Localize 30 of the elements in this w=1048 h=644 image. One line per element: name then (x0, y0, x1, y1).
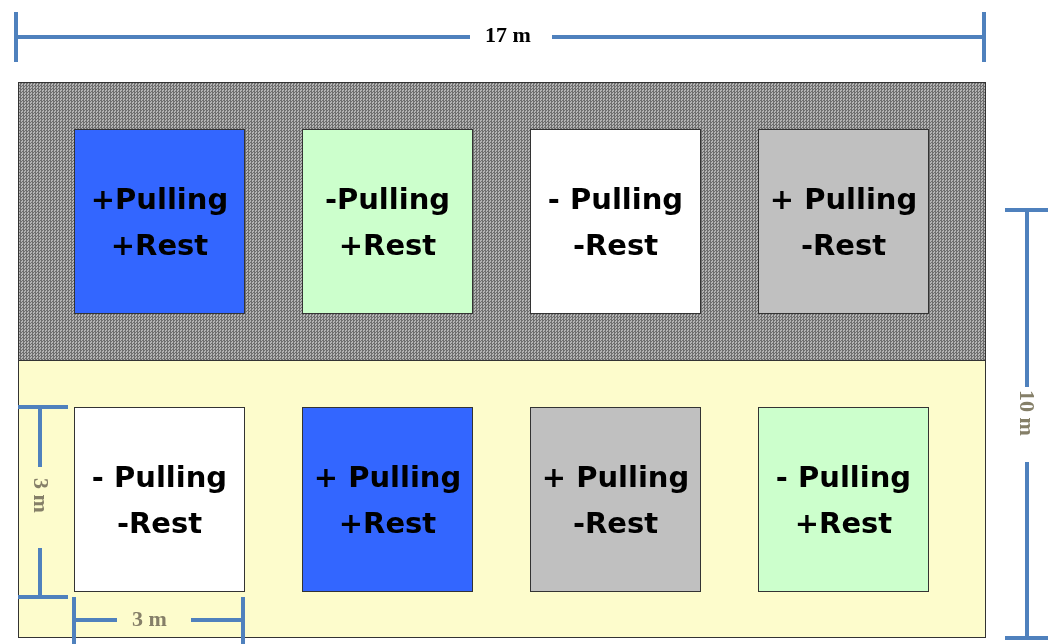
plot-square (758, 129, 929, 314)
treatment-label: +Rest (110, 226, 209, 264)
plot-square (758, 407, 929, 592)
treatment-label: +Rest (338, 226, 437, 264)
treatment-label: -Rest (572, 226, 659, 264)
dimension-label: 10 m (1014, 390, 1040, 436)
treatment-label: - Pulling (775, 458, 912, 496)
treatment-label: -Rest (116, 504, 203, 542)
treatment-label: - Pulling (91, 458, 228, 496)
plot-band (18, 360, 986, 638)
plot-square (530, 129, 701, 314)
dimension-label: 3 m (28, 478, 54, 513)
plot-square (74, 407, 245, 592)
treatment-label: +Rest (794, 504, 893, 542)
treatment-label: + Pulling (313, 458, 462, 496)
treatment-label: -Pulling (324, 180, 451, 218)
treatment-label: +Pulling (90, 180, 229, 218)
treatment-label: +Rest (338, 504, 437, 542)
treatment-label: - Pulling (547, 180, 684, 218)
plot-square (302, 407, 473, 592)
dimension-label: 17 m (485, 22, 531, 48)
treatment-label: -Rest (572, 504, 659, 542)
plot-band (18, 82, 986, 361)
plot-square (530, 407, 701, 592)
plot-square (74, 129, 245, 314)
plot-square (302, 129, 473, 314)
treatment-label: -Rest (800, 226, 887, 264)
treatment-label: + Pulling (541, 458, 690, 496)
dimension-label: 3 m (132, 606, 167, 632)
treatment-label: + Pulling (769, 180, 918, 218)
